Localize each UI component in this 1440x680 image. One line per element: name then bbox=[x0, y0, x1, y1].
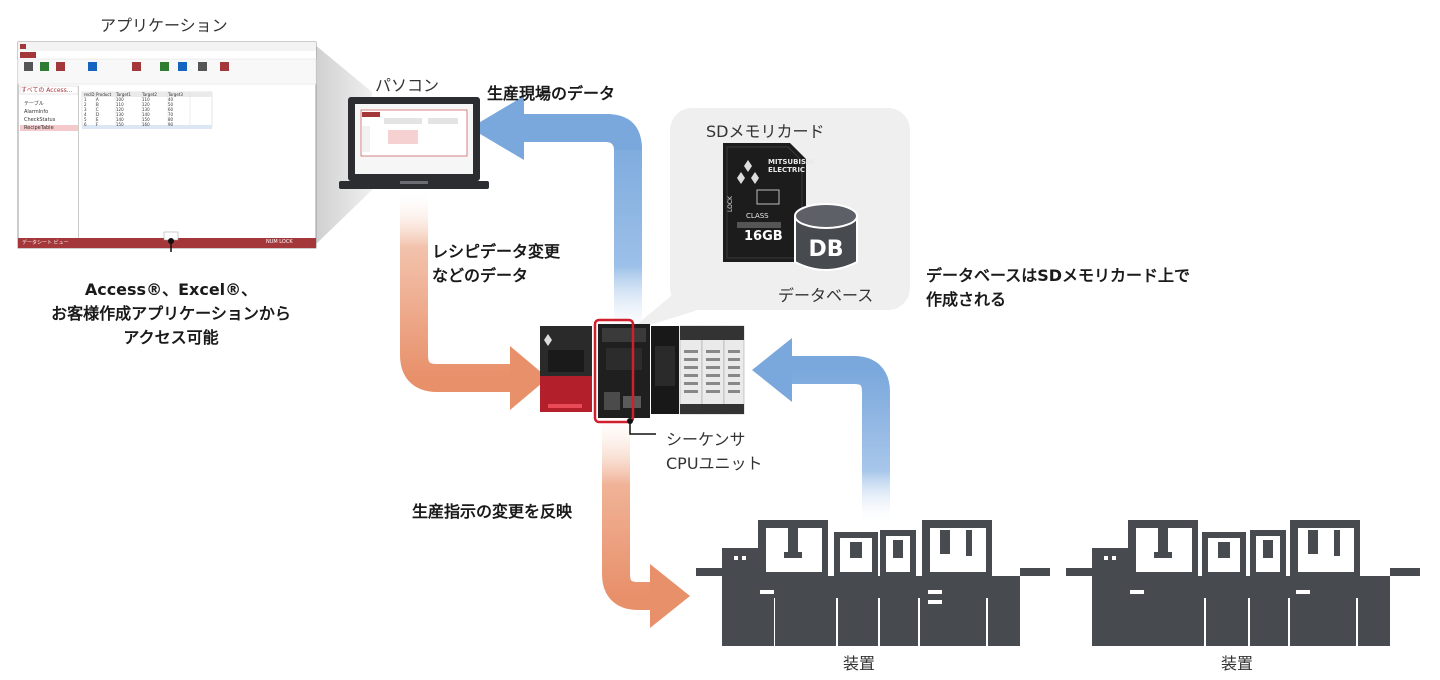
label-equipment-2: 装置 bbox=[1221, 654, 1254, 673]
table-cell: 40 bbox=[168, 97, 174, 102]
sd-brand-1: MITSUBISHI bbox=[768, 158, 815, 166]
table-row: 2 B 110 120 50 bbox=[84, 102, 190, 107]
label-production-change: 生産指示の変更を反映 bbox=[412, 502, 573, 521]
label-db-note-2: 作成される bbox=[926, 290, 1007, 309]
label-equipment-1: 装置 bbox=[843, 654, 876, 673]
table-row: 6 F 150 160 90 bbox=[84, 122, 190, 127]
equipment-1 bbox=[696, 520, 1050, 646]
label-application: アプリケーション bbox=[100, 16, 228, 35]
table-cell: 150 bbox=[116, 122, 124, 127]
table-cell: 6 bbox=[84, 122, 87, 127]
label-access-3: アクセス可能 bbox=[123, 328, 219, 347]
table-row: 3 C 120 130 60 bbox=[84, 107, 190, 112]
label-access-1: Access®、Excel®、 bbox=[84, 280, 258, 299]
equipment-2 bbox=[1066, 520, 1420, 646]
label-access-2: お客様作成アプリケーションから bbox=[51, 304, 291, 323]
table-header-cell: Target1 bbox=[116, 92, 131, 97]
table-cell: 1 bbox=[84, 97, 87, 102]
label-sequencer-1: シーケンサ bbox=[666, 430, 746, 449]
table-cell: 130 bbox=[142, 107, 150, 112]
table-cell: 120 bbox=[116, 107, 124, 112]
table-cell: 2 bbox=[84, 102, 87, 107]
table-header-cell: Target3 bbox=[168, 92, 183, 97]
table-cell: A bbox=[96, 97, 99, 102]
sd-card-print: MITSUBISHI ELECTRIC CLASS 16GB LOCK DB bbox=[727, 158, 844, 262]
arrow-production-change bbox=[602, 410, 690, 628]
app-nav-tables: テーブル AlarmInfo CheckStatus RecipeTable bbox=[24, 100, 55, 132]
table-cell: 130 bbox=[116, 112, 124, 117]
nav-table-item: テーブル bbox=[24, 101, 44, 107]
app-nav-title: すべての Access... bbox=[21, 87, 73, 94]
label-database: データベース bbox=[778, 286, 874, 305]
label-recipe-2: などのデータ bbox=[432, 266, 529, 285]
table-cell: D bbox=[96, 112, 100, 117]
label-sd-card: SDメモリカード bbox=[706, 122, 825, 141]
label-recipe-1: レシピデータ変更 bbox=[432, 242, 561, 261]
table-cell: 80 bbox=[168, 117, 174, 122]
table-cell: 5 bbox=[84, 117, 87, 122]
plc-sequencer bbox=[540, 318, 745, 424]
table-cell: 100 bbox=[116, 97, 124, 102]
table-cell: 160 bbox=[142, 122, 150, 127]
arrow-production-data bbox=[470, 96, 642, 340]
sd-lock: LOCK bbox=[727, 195, 734, 212]
sd-class: CLASS bbox=[746, 212, 769, 220]
label-sequencer-2: CPUユニット bbox=[666, 454, 763, 473]
db-badge: DB bbox=[808, 237, 843, 262]
arrow-recipe-data bbox=[400, 190, 548, 410]
sd-capacity: 16GB bbox=[744, 229, 783, 244]
table-cell: 90 bbox=[168, 122, 174, 127]
table-cell: 70 bbox=[168, 112, 174, 117]
application-window bbox=[17, 41, 372, 249]
table-header-cell: Target2 bbox=[142, 92, 157, 97]
table-row: 4 D 130 140 70 bbox=[84, 112, 190, 117]
label-production-data: 生産現場のデータ bbox=[487, 84, 616, 103]
table-cell: 3 bbox=[84, 107, 87, 112]
sd-card-bubble bbox=[628, 108, 910, 332]
nav-table-item: RecipeTable bbox=[24, 125, 54, 131]
nav-table-item: CheckStatus bbox=[24, 117, 56, 123]
table-cell: 110 bbox=[142, 97, 150, 102]
table-header-cell: recID bbox=[84, 92, 95, 97]
label-pc: パソコン bbox=[375, 76, 440, 95]
table-cell: 4 bbox=[84, 112, 87, 117]
table-cell: 120 bbox=[142, 102, 150, 107]
app-status-left: データシート ビュー bbox=[22, 240, 69, 246]
table-cell: B bbox=[96, 102, 99, 107]
table-cell: 150 bbox=[142, 117, 150, 122]
nav-table-item: AlarmInfo bbox=[24, 109, 49, 115]
label-db-note-1: データベースはSDメモリカード上で bbox=[926, 266, 1191, 285]
table-cell: C bbox=[96, 107, 99, 112]
laptop-icon bbox=[339, 97, 489, 189]
table-cell: 50 bbox=[168, 102, 174, 107]
arrow-equipment-data bbox=[752, 338, 890, 525]
table-cell: F bbox=[96, 122, 99, 127]
table-cell: E bbox=[96, 117, 99, 122]
table-cell: 110 bbox=[116, 102, 124, 107]
table-header-cell: Product bbox=[96, 92, 112, 97]
sd-brand-2: ELECTRIC bbox=[768, 166, 805, 174]
table-cell: 140 bbox=[142, 112, 150, 117]
table-row: 1 A 100 110 40 bbox=[84, 97, 190, 102]
table-cell: 140 bbox=[116, 117, 124, 122]
app-status-right: NUM LOCK bbox=[266, 239, 293, 245]
table-cell: 60 bbox=[168, 107, 174, 112]
table-row: 5 E 140 150 80 bbox=[84, 117, 190, 122]
database-icon bbox=[794, 203, 858, 271]
